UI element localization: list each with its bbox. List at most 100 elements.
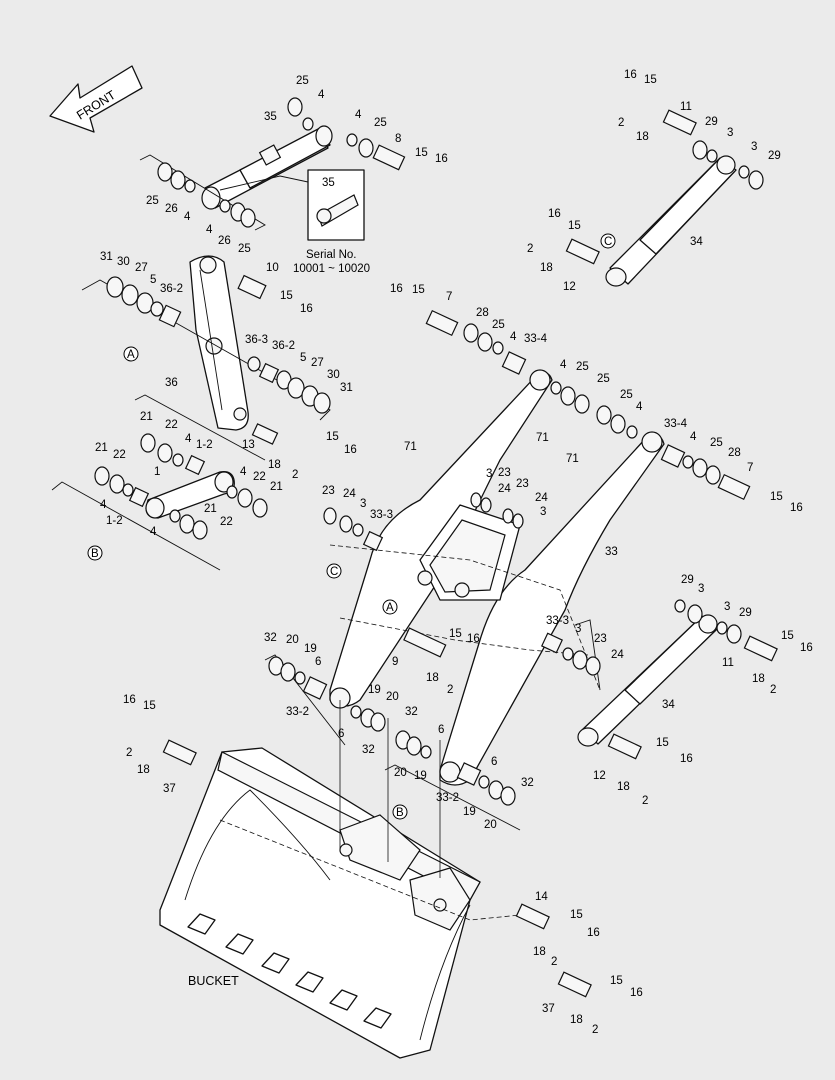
boom-33 (329, 369, 665, 786)
part-label: 18 (540, 262, 553, 274)
bucket-label: BUCKET (188, 974, 239, 988)
part-label: 20 (484, 819, 497, 831)
part-label: 37 (163, 783, 176, 795)
serial-inset: 35 Serial No. 10001 ~ 10020 (219, 169, 370, 275)
part-label: 4 (150, 526, 157, 538)
bellcrank-36 (189, 255, 249, 431)
part-label: 4 (560, 359, 567, 371)
part-label: 36-3 (245, 334, 268, 346)
marker-B-left: B (87, 545, 103, 561)
part-label: 1-2 (106, 515, 123, 527)
part-label: 9 (392, 656, 398, 668)
part-label: 25 (620, 389, 633, 401)
part-label: 32 (405, 706, 418, 718)
part-label: 16 (467, 633, 480, 645)
part-label: 15 (415, 147, 428, 159)
part-label: 16 (680, 753, 693, 765)
part-label: 15 (412, 284, 425, 296)
part-label: 22 (165, 419, 178, 431)
part-label: 71 (536, 432, 549, 444)
part-label: 23 (594, 633, 607, 645)
part-label: 34 (662, 699, 675, 711)
part-label: 31 (100, 251, 113, 263)
part-label: 25 (597, 373, 610, 385)
part-label: 28 (476, 307, 489, 319)
part-label: 26 (218, 235, 231, 247)
part-label: 16 (790, 502, 803, 514)
part-label: 34 (690, 236, 703, 248)
part-label: 21 (270, 481, 283, 493)
part-label: 33-4 (664, 418, 688, 430)
part-label: 32 (362, 744, 375, 756)
part-label: 4 (240, 466, 247, 478)
part-label: 15 (449, 628, 462, 640)
part-label: 19 (304, 643, 317, 655)
part-label: 18 (617, 781, 630, 793)
part-callouts: 25 4 35 4 25 8 15 16 25 26 4 4 26 25 31 … (95, 69, 813, 1036)
part-label: 16 (630, 987, 643, 999)
part-label: 10 (266, 262, 279, 274)
part-label: 2 (642, 795, 648, 807)
part-label: 33 (605, 546, 618, 558)
part-label: 36-2 (160, 283, 183, 295)
svg-text:B: B (396, 807, 404, 819)
part-label: 32 (521, 777, 534, 789)
part-label: 11 (680, 101, 692, 113)
part-label: 16 (390, 283, 403, 295)
inset-part-number: 35 (322, 177, 335, 189)
part-label: 2 (447, 684, 453, 696)
part-label: 21 (95, 442, 108, 454)
part-label: 15 (568, 220, 581, 232)
svg-text:B: B (91, 548, 99, 560)
marker-C-top: C (600, 233, 616, 249)
part-label: 36-2 (272, 340, 295, 352)
part-label: 21 (140, 411, 153, 423)
part-label: 28 (728, 447, 741, 459)
part-label: 25 (296, 75, 309, 87)
part-label: 15 (656, 737, 669, 749)
part-label: 5 (150, 274, 156, 286)
part-label: 3 (751, 141, 757, 153)
part-label: 23 (498, 467, 511, 479)
part-label: 15 (781, 630, 794, 642)
part-label: 20 (386, 691, 399, 703)
part-label: 25 (710, 437, 723, 449)
part-label: 23 (516, 478, 529, 490)
part-label: 7 (747, 462, 753, 474)
part-label: 3 (727, 127, 733, 139)
part-label: 23 (322, 485, 335, 497)
part-label: 2 (292, 469, 298, 481)
part-label: 16 (800, 642, 813, 654)
part-label: 8 (395, 133, 401, 145)
part-label: 20 (394, 767, 407, 779)
part-label: 27 (311, 357, 324, 369)
marker-B-bucket: B (392, 804, 408, 820)
part-label: 1-2 (196, 439, 213, 451)
part-label: 16 (300, 303, 313, 315)
part-label: 71 (404, 441, 417, 453)
part-label: 71 (566, 453, 579, 465)
part-label: 18 (636, 131, 649, 143)
part-label: 7 (446, 291, 452, 303)
part-label: 29 (739, 607, 752, 619)
part-label: 19 (414, 770, 427, 782)
part-label: 2 (551, 956, 557, 968)
part-label: 29 (705, 116, 718, 128)
part-label: 3 (698, 583, 704, 595)
part-label: 19 (463, 806, 476, 818)
part-label: 18 (426, 672, 439, 684)
part-label: 33-2 (436, 792, 459, 804)
part-label: 4 (318, 89, 325, 101)
part-label: 6 (438, 724, 444, 736)
marker-C-mid: C (326, 563, 342, 579)
part-label: 29 (768, 150, 781, 162)
part-label: 4 (185, 433, 192, 445)
part-label: 25 (576, 361, 589, 373)
marker-A-top: A (123, 346, 139, 362)
part-label: 18 (137, 764, 150, 776)
part-label: 21 (204, 503, 217, 515)
part-label: 35 (264, 111, 277, 123)
part-label: 25 (146, 195, 159, 207)
part-label: 14 (535, 891, 548, 903)
svg-text:A: A (386, 602, 394, 614)
